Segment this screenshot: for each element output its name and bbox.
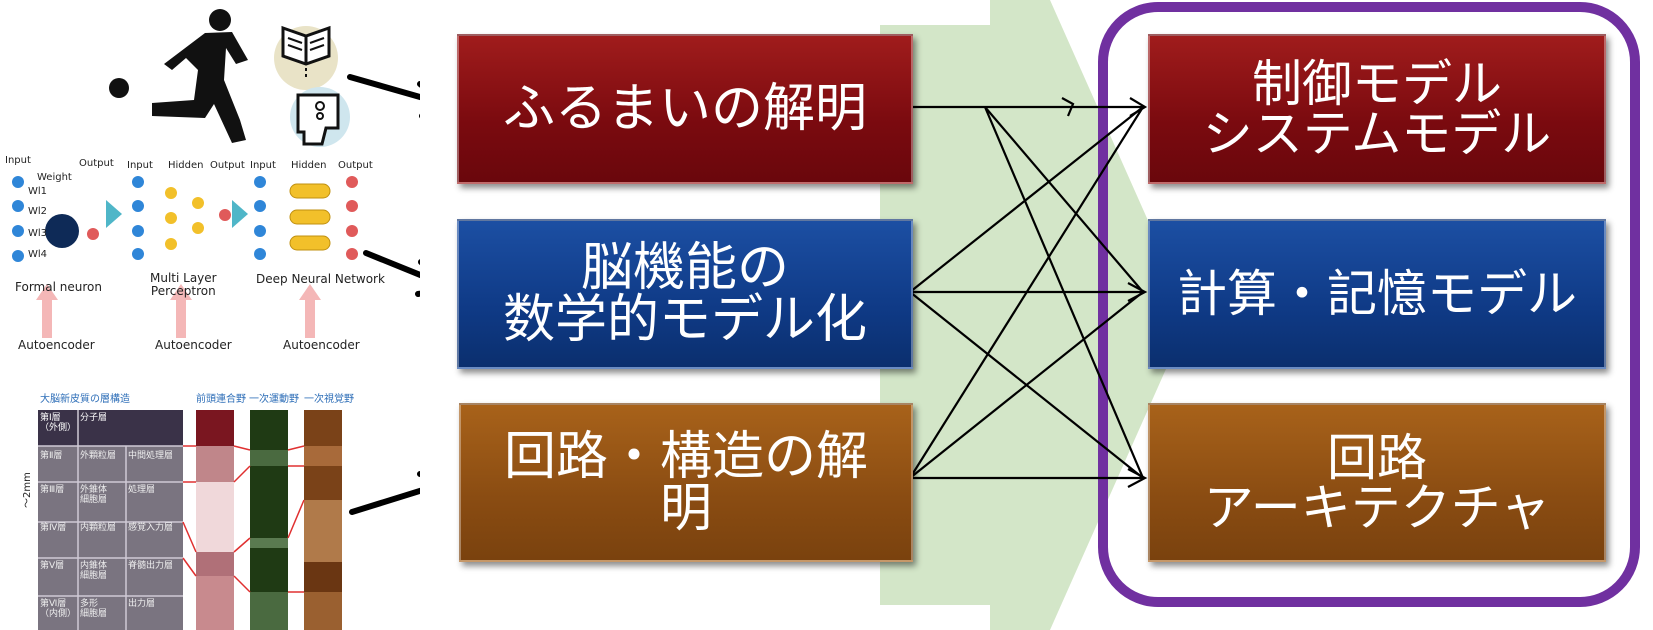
nn-output-label-1: Output: [79, 158, 114, 169]
autoencoder-label-3: Autoencoder: [283, 338, 360, 352]
circuit-architecture-label: 回路 アーキテクチャ: [1203, 428, 1551, 537]
neural-network-figure: [12, 176, 358, 338]
node: [12, 250, 24, 262]
cortex-layer-name: 第Ⅴ層: [40, 561, 65, 571]
nn-output-label-2: Output: [210, 160, 245, 171]
models-frame: [1098, 2, 1640, 607]
nn-input-label-3: Input: [250, 160, 276, 171]
nn-hidden-label-2: Hidden: [168, 160, 204, 171]
arrow-to-behavior: [347, 74, 420, 101]
left-illustrations: [109, 9, 420, 515]
cortex-layer-name: 第Ⅳ層: [40, 523, 67, 533]
link-circuit-to-compute: [909, 291, 1144, 479]
arrow-to-math: [363, 250, 420, 279]
weight-1: Wl1: [28, 186, 48, 197]
cortex-function: 感覚入力層: [128, 523, 174, 533]
ball-icon: [109, 78, 129, 98]
weight-3: Wl3: [28, 228, 48, 239]
cortex-title: 大脳新皮質の層構造: [40, 394, 130, 405]
behavior-analysis-label: ふるまいの解明: [502, 79, 867, 139]
nn-weight-label: Weight: [37, 172, 72, 183]
control-model-box: 制御モデル システムモデル: [1148, 34, 1606, 184]
neuron-body: [45, 214, 79, 248]
cortex-function: 中間処理層: [128, 451, 174, 461]
node: [12, 176, 24, 188]
cortex-col-visual: 一次視覚野: [304, 394, 354, 405]
formal-neuron-label: Formal neuron: [15, 280, 102, 294]
nn-output-label-3: Output: [338, 160, 373, 171]
dnn-diagram: [254, 176, 358, 338]
cortex-function: 脊髄出力層: [128, 561, 174, 571]
math-modeling-box: 脳機能の 数学的モデル化: [457, 219, 913, 369]
nn-input-label-2: Input: [127, 160, 153, 171]
math-modeling-label: 脳機能の 数学的モデル化: [502, 238, 867, 350]
cortex-cell-type: 多形 細胞層: [80, 599, 108, 619]
weight-2: Wl2: [28, 206, 48, 217]
mlp-label: Multi Layer Perceptron: [150, 271, 217, 299]
kicking-person-icon: [152, 9, 248, 143]
formal-neuron-diagram: [12, 176, 122, 338]
book-icon: [274, 25, 338, 90]
compute-memory-model-label: 計算・記憶モデル: [1177, 265, 1577, 323]
cortex-table-graphic: [38, 410, 342, 630]
cortex-function: 処理層: [128, 485, 156, 495]
compute-memory-model-box: 計算・記憶モデル: [1148, 219, 1606, 369]
thinking-head-icon: [290, 87, 350, 147]
mlp-diagram: [132, 176, 248, 338]
cortex-layer-name: 第Ⅰ層 （外側）: [40, 413, 77, 433]
link-behavior-to-compute: [984, 106, 1144, 293]
nn-input-label-1: Input: [5, 155, 31, 166]
circuit-architecture-box: 回路 アーキテクチャ: [1148, 403, 1606, 562]
node: [12, 225, 24, 237]
cortex-cell-type: 内顆粒層: [80, 523, 117, 533]
cortex-function: 出力層: [128, 599, 156, 609]
behavior-analysis-box: ふるまいの解明: [457, 34, 913, 184]
cortex-cell-type: 内錐体 細胞層: [80, 561, 108, 581]
cortex-cell-type: 外顆粒層: [80, 451, 117, 461]
nn-hidden-label-3: Hidden: [291, 160, 327, 171]
cortex-layer-name: 第Ⅱ層: [40, 451, 63, 461]
cortex-col-frontal: 前頭連合野: [196, 394, 246, 405]
weight-4: Wl4: [28, 249, 48, 260]
circuit-structure-box: 回路・構造の解 明: [459, 403, 913, 562]
autoencoder-label-1: Autoencoder: [18, 338, 95, 352]
cortex-cell-type: 分子層: [80, 413, 108, 423]
node: [12, 200, 24, 212]
dnn-label: Deep Neural Network: [256, 272, 385, 286]
circuit-structure-label: 回路・構造の解 明: [503, 426, 868, 539]
cortex-col-motor: 一次運動野: [249, 394, 299, 405]
autoencoder-label-2: Autoencoder: [155, 338, 232, 352]
cortex-layer-name: 第Ⅲ層: [40, 485, 65, 495]
cortex-cell-type: 外錐体 細胞層: [80, 485, 108, 505]
cortex-layer-name: 第Ⅵ層 （内側）: [40, 599, 77, 619]
link-circuit-to-control: [909, 106, 1144, 479]
link-math-to-control: [909, 106, 1144, 293]
arrow-to-circuit: [349, 487, 420, 515]
control-model-label: 制御モデル システムモデル: [1202, 55, 1552, 163]
output-node: [87, 228, 99, 240]
